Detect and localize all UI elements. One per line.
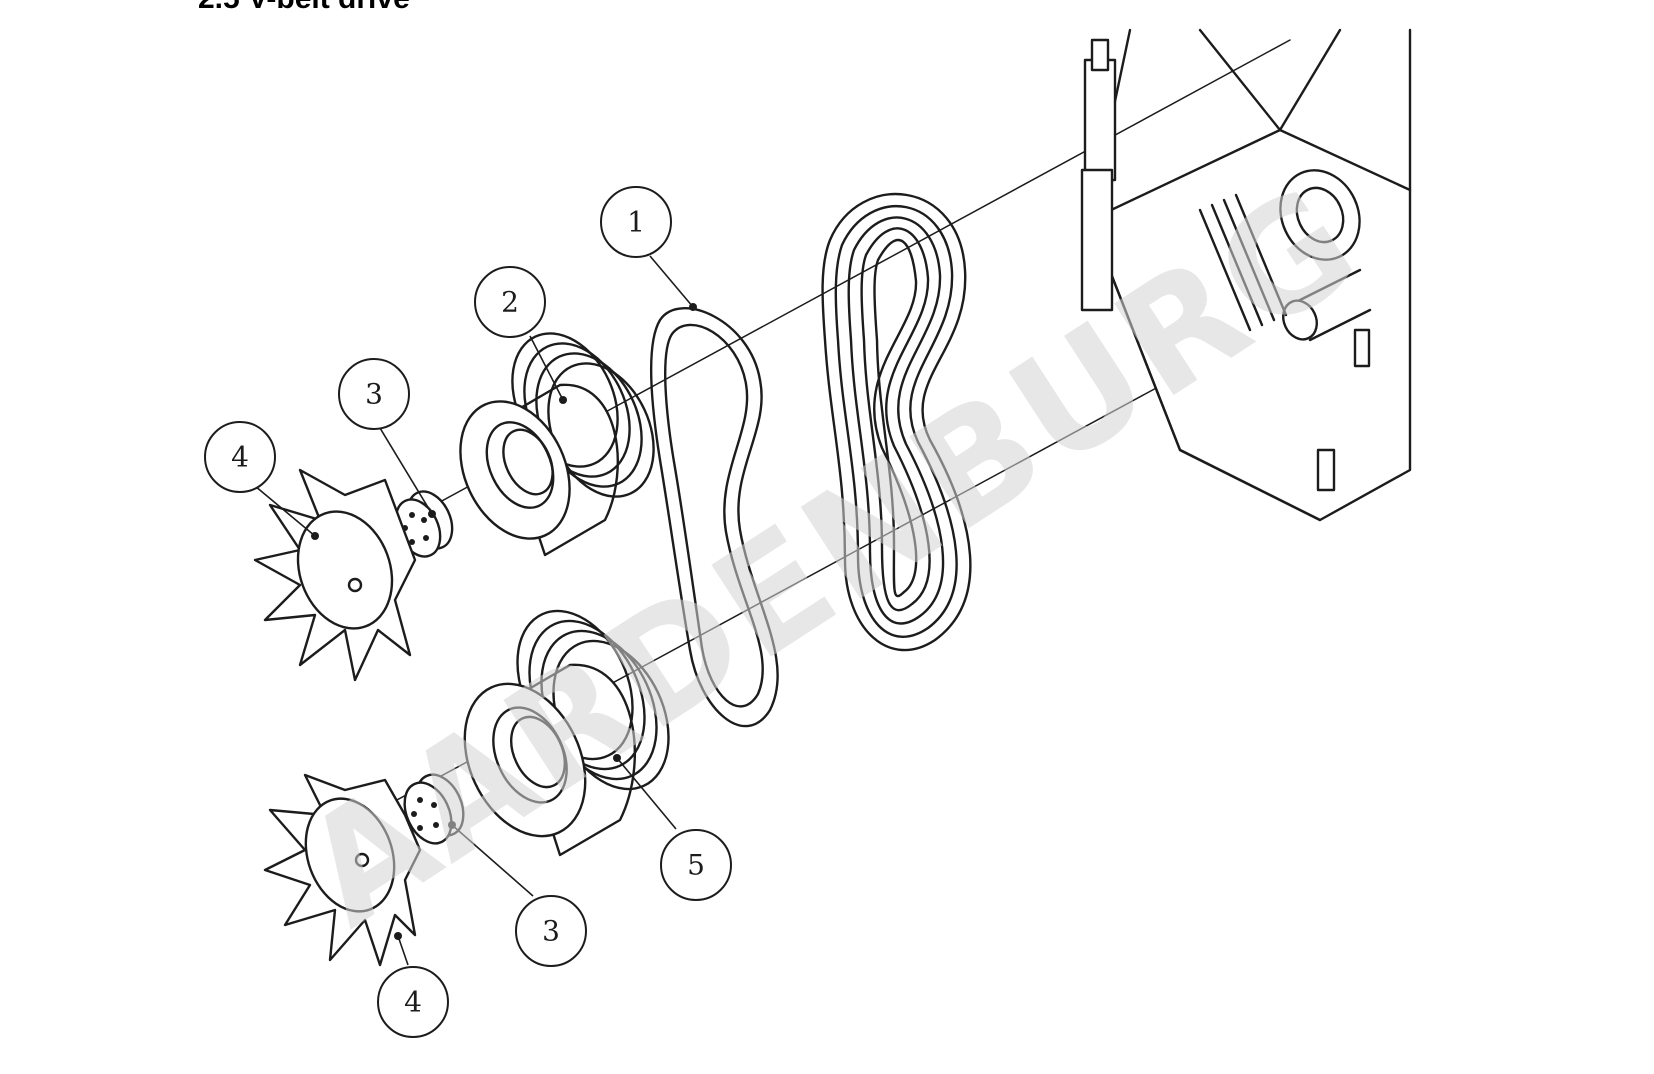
callout-4-upper: 4 bbox=[204, 421, 276, 493]
callout-3-lower: 3 bbox=[515, 895, 587, 967]
upper-fan bbox=[253, 468, 417, 682]
lower-clamping-bush bbox=[403, 773, 465, 845]
callout-3-upper: 3 bbox=[338, 358, 410, 430]
leader-lines bbox=[254, 255, 697, 966]
callout-4-lower: 4 bbox=[377, 966, 449, 1038]
callout-1: 1 bbox=[600, 186, 672, 258]
callout-2: 2 bbox=[474, 266, 546, 338]
machine-housing bbox=[1080, 28, 1412, 522]
callout-4-lower-label: 4 bbox=[404, 986, 422, 1019]
multi-v-belt-set bbox=[821, 193, 972, 652]
callout-3-upper-label: 3 bbox=[365, 378, 383, 411]
callout-5: 5 bbox=[660, 829, 732, 901]
lower-pulley bbox=[463, 609, 670, 857]
callout-5-label: 5 bbox=[687, 849, 705, 882]
upper-pulley bbox=[459, 332, 655, 557]
section-title: 2.5 V-belt drive bbox=[198, 0, 410, 14]
callout-3-lower-label: 3 bbox=[542, 915, 560, 948]
watermark-text: AARDENBURG bbox=[275, 153, 1389, 961]
single-v-belt bbox=[650, 307, 779, 728]
callout-2-label: 2 bbox=[501, 286, 519, 319]
callout-4-upper-label: 4 bbox=[231, 441, 249, 474]
lower-fan bbox=[263, 773, 422, 967]
callout-1-label: 1 bbox=[627, 206, 645, 239]
vent-slots bbox=[1198, 193, 1288, 332]
